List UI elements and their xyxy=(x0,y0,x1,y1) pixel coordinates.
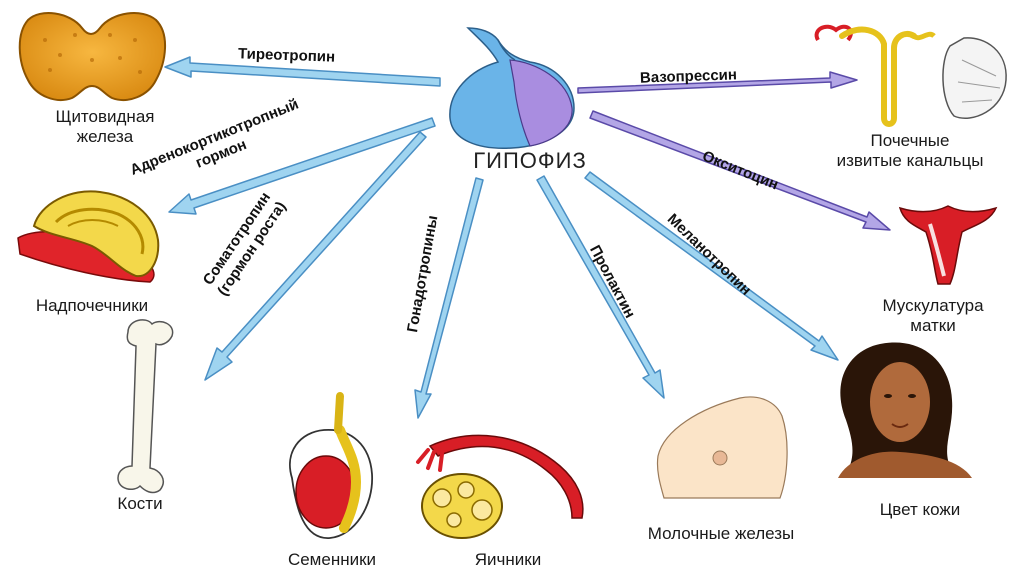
bone-illustration xyxy=(117,319,174,494)
arrow-oxytocin xyxy=(589,110,891,231)
arrows xyxy=(164,56,891,419)
breast-illustration xyxy=(656,396,788,499)
kidney-tubule-illustration xyxy=(814,24,1007,127)
arrow-somatotropin xyxy=(204,131,427,381)
target-label-mammary: Молочные железы xyxy=(647,524,795,543)
thyroid-illustration xyxy=(18,12,167,101)
pituitary-label: ГИПОФИЗ xyxy=(473,148,587,173)
target-label-bones: Кости xyxy=(117,494,163,513)
hormone-label-thyrotropin: Тиреотропин xyxy=(237,45,336,66)
arrow-gonadotropins xyxy=(414,177,484,419)
arrow-vasopressin xyxy=(577,71,858,94)
arrow-acth xyxy=(168,117,436,215)
adrenal-illustration xyxy=(17,190,160,283)
thyroid-line-1: Щитовидная xyxy=(55,107,155,126)
uterus-illustration xyxy=(898,205,998,285)
arrow-thyrotropin xyxy=(164,56,441,87)
kidney-line-1: Почечные xyxy=(870,131,950,150)
target-label-adrenals: Надпочечники xyxy=(35,296,149,315)
target-label-testes: Семенники xyxy=(287,550,377,569)
thyroid-line-2: железа xyxy=(76,127,134,146)
uterus-line-1: Мускулатура xyxy=(882,296,984,315)
ovary-illustration xyxy=(416,434,584,539)
testis-illustration xyxy=(289,392,373,539)
target-label-skin: Цвет кожи xyxy=(879,500,961,519)
target-label-kidney: Почечные извитые канальцы xyxy=(800,131,1020,171)
target-label-thyroid: Щитовидная железа xyxy=(30,107,180,147)
kidney-line-2: извитые канальцы xyxy=(836,151,984,170)
pituitary-gland-illustration xyxy=(449,27,575,149)
target-label-ovaries: Яичники xyxy=(474,550,542,569)
arrow-melanotropin xyxy=(584,171,839,361)
face-illustration xyxy=(838,342,972,478)
uterus-line-2: матки xyxy=(910,316,956,335)
arrow-prolactin xyxy=(536,175,665,399)
hormone-label-vasopressin: Вазопрессин xyxy=(639,66,738,87)
target-label-uterus: Мускулатура матки xyxy=(848,296,1018,336)
